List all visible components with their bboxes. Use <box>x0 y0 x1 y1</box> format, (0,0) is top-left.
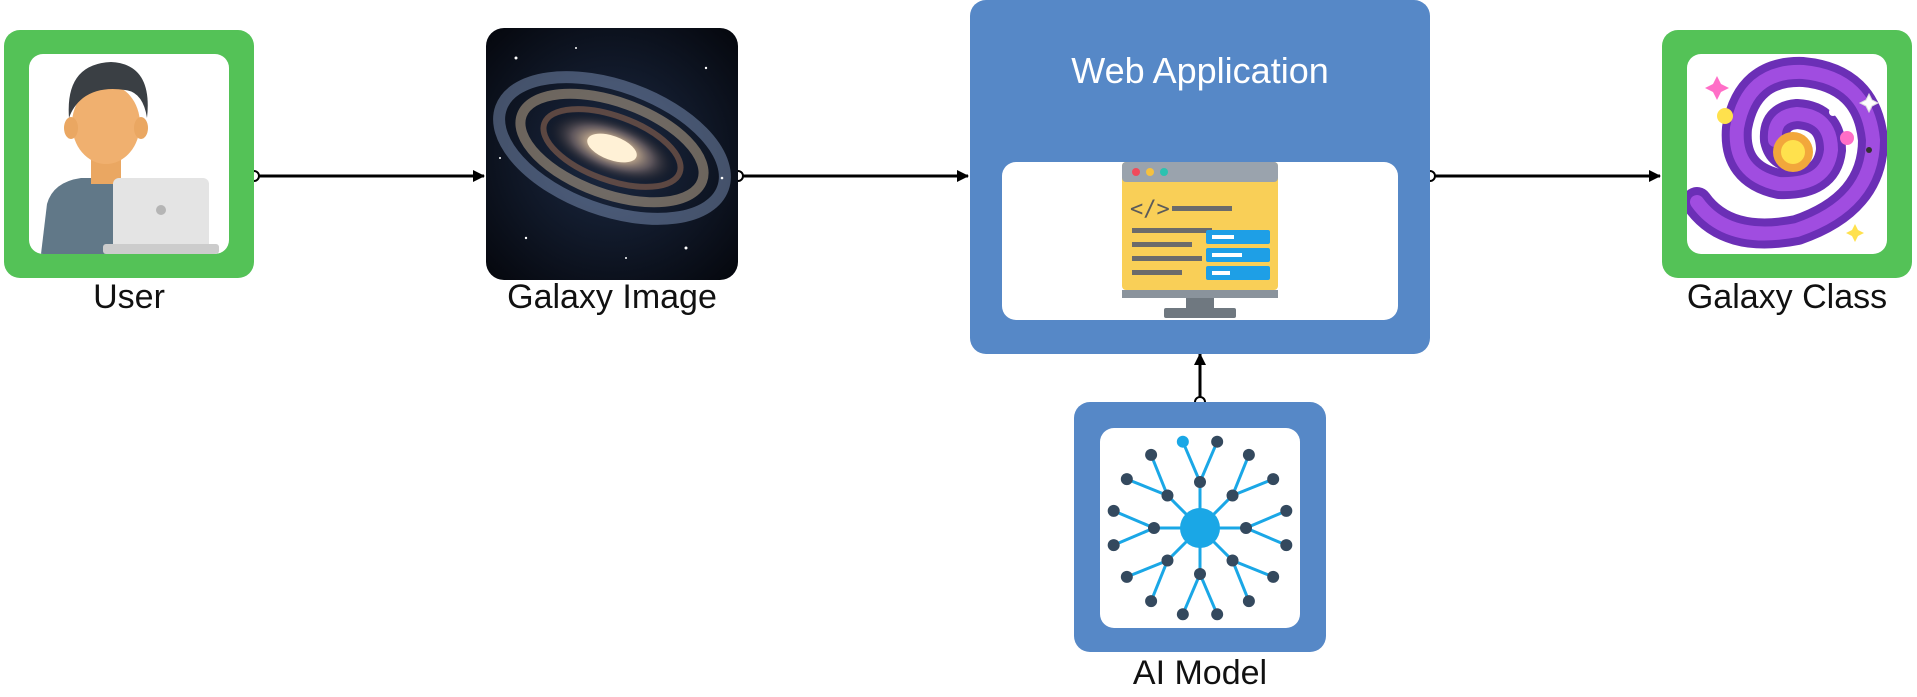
galaxy-class-node <box>1662 30 1912 278</box>
network-node <box>1161 489 1174 502</box>
galaxy-class-label: Galaxy Class <box>1686 278 1888 316</box>
user-label: User <box>93 278 165 316</box>
person-with-laptop-icon <box>41 62 219 254</box>
network-node <box>1107 539 1120 552</box>
network-node <box>1242 448 1255 461</box>
galaxy-image-label: Galaxy Image <box>507 278 717 316</box>
network-node <box>1194 568 1206 580</box>
edge-galaxy-image-to-web-application <box>732 170 969 182</box>
network-node <box>1120 473 1133 486</box>
network-node <box>1242 595 1255 608</box>
network-node <box>1145 448 1158 461</box>
network-node <box>1211 435 1224 448</box>
code-monitor-icon: </> <box>1122 162 1278 318</box>
user-icon-tile <box>29 54 229 254</box>
ai-model-icon-tile <box>1100 428 1300 628</box>
web-application-title: Web Application <box>1071 50 1329 91</box>
network-node <box>1161 554 1174 567</box>
galaxy-class-icon-tile <box>1687 54 1887 254</box>
edge-web-application-to-galaxy-class <box>1424 170 1661 182</box>
neural-network-icon <box>1107 435 1293 621</box>
user-node <box>4 30 254 278</box>
web-application-icon-tile: </> <box>1002 162 1398 320</box>
galaxy-class-icon <box>1687 56 1887 249</box>
network-node <box>1120 570 1133 583</box>
network-node <box>1176 608 1189 621</box>
network-node <box>1145 595 1158 608</box>
ai-model-node <box>1074 402 1326 652</box>
network-node <box>1280 504 1293 517</box>
network-node <box>1107 504 1120 517</box>
network-node <box>1211 608 1224 621</box>
network-node <box>1226 489 1239 502</box>
web-application-node: Web Application </> <box>970 0 1430 354</box>
network-node <box>1194 476 1206 488</box>
network-node <box>1226 554 1239 567</box>
network-node <box>1280 539 1293 552</box>
network-hub <box>1180 508 1220 548</box>
edge-ai-model-to-web-application <box>1194 353 1206 408</box>
network-node <box>1267 570 1280 583</box>
network-node <box>1148 522 1160 534</box>
ai-model-label: AI Model <box>1132 654 1268 692</box>
edge-user-to-galaxy-image <box>248 170 485 182</box>
network-node <box>1267 473 1280 486</box>
network-node <box>1240 522 1252 534</box>
galaxy-image-node <box>486 28 738 280</box>
network-node <box>1176 435 1189 448</box>
svg-text:</>: </> <box>1130 197 1170 222</box>
spiral-galaxy-photo <box>486 28 738 280</box>
